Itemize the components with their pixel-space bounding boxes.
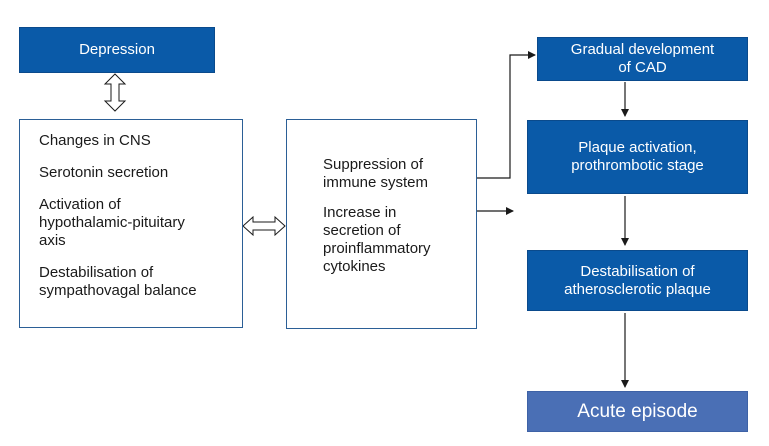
acute-episode-label: Acute episode [577, 400, 698, 422]
cns-item-1-line-1: Changes in CNS [39, 132, 151, 149]
cns-item-3-line-3: axis [39, 232, 66, 249]
plaque-activation-node: Plaque activation, prothrombotic stage [527, 120, 748, 194]
immune-item-1-line-1: Suppression of [323, 156, 424, 173]
plaque-activation-line-2: prothrombotic stage [571, 157, 704, 174]
cns-item-3: Activation of hypothalamic-pituitary axi… [39, 196, 242, 250]
cns-item-4: Destabilisation of sympathovagal balance [39, 264, 242, 300]
immune-item-2-line-1: Increase in [323, 204, 397, 221]
immune-item-2-line-4: cytokines [323, 258, 386, 275]
acute-episode-node: Acute episode [527, 391, 748, 432]
gradual-cad-line-1: Gradual development [570, 41, 715, 58]
gradual-cad-line-2: of CAD [618, 59, 667, 76]
cns-item-2: Serotonin secretion [39, 164, 242, 182]
cns-item-1: Changes in CNS [39, 132, 242, 150]
immune-item-2-line-2: secretion of [323, 222, 401, 239]
destabilisation-plaque-node: Destabilisation of atherosclerotic plaqu… [527, 250, 748, 311]
plaque-activation-line-1: Plaque activation, [578, 139, 697, 156]
destabilisation-plaque-line-1: Destabilisation of [580, 262, 695, 280]
cns-item-3-line-2: hypothalamic-pituitary [39, 214, 185, 231]
immune-item-2-line-3: proinflammatory [323, 240, 431, 257]
immune-item-2: Increase in secretion of proinflammatory… [323, 204, 476, 276]
immune-item-1: Suppression of immune system [323, 156, 476, 192]
depression-label: Depression [79, 41, 155, 58]
cns-item-2-line-1: Serotonin secretion [39, 164, 169, 181]
depression-node: Depression [19, 27, 215, 73]
immune-item-1-line-2: immune system [323, 174, 429, 191]
destabilisation-plaque-line-2: atherosclerotic plaque [564, 280, 711, 298]
cns-item-4-line-1: Destabilisation of [39, 264, 154, 281]
cns-item-4-line-2: sympathovagal balance [39, 282, 197, 299]
immune-box: Suppression of immune system Increase in… [286, 119, 477, 329]
gradual-cad-node: Gradual development of CAD [537, 37, 748, 81]
depression-cns-double-arrow [103, 73, 127, 112]
cns-item-3-line-1: Activation of [39, 196, 121, 213]
cns-changes-box: Changes in CNS Serotonin secretion Activ… [19, 119, 243, 328]
immune-to-cad-arrow [477, 51, 536, 179]
cns-immune-double-arrow [242, 215, 286, 237]
